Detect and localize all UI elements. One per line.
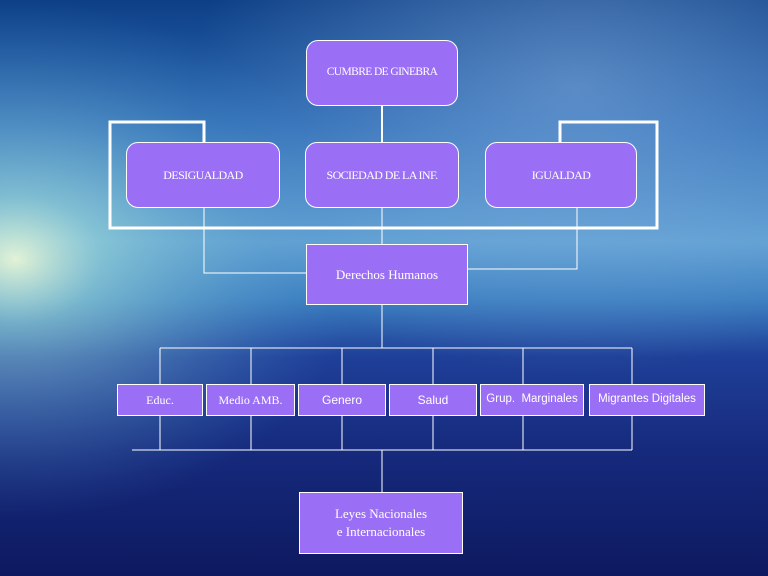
area-grup-marginales: Grup. Marginales <box>480 384 584 416</box>
bottom-leyes: Leyes Nacionales e Internacionales <box>299 492 463 554</box>
bottom-leyes-line2: e Internacionales <box>336 524 426 539</box>
pillar-sociedad: SOCIEDAD DE LA INF. <box>305 142 459 208</box>
area-educ: Educ. <box>117 384 203 416</box>
area-medio-amb: Medio AMB. <box>206 384 295 416</box>
area-migrantes-digitales: Migrantes Digitales <box>589 384 705 416</box>
area-salud: Salud <box>389 384 477 416</box>
root-node: CUMBRE DE GINEBRA <box>306 40 458 106</box>
hub-derechos-humanos: Derechos Humanos <box>306 244 468 305</box>
area-genero: Genero <box>298 384 386 416</box>
bottom-leyes-line1: Leyes Nacionales <box>334 506 428 522</box>
pillar-igualdad: IGUALDAD <box>485 142 637 208</box>
pillar-desigualdad: DESIGUALDAD <box>126 142 280 208</box>
